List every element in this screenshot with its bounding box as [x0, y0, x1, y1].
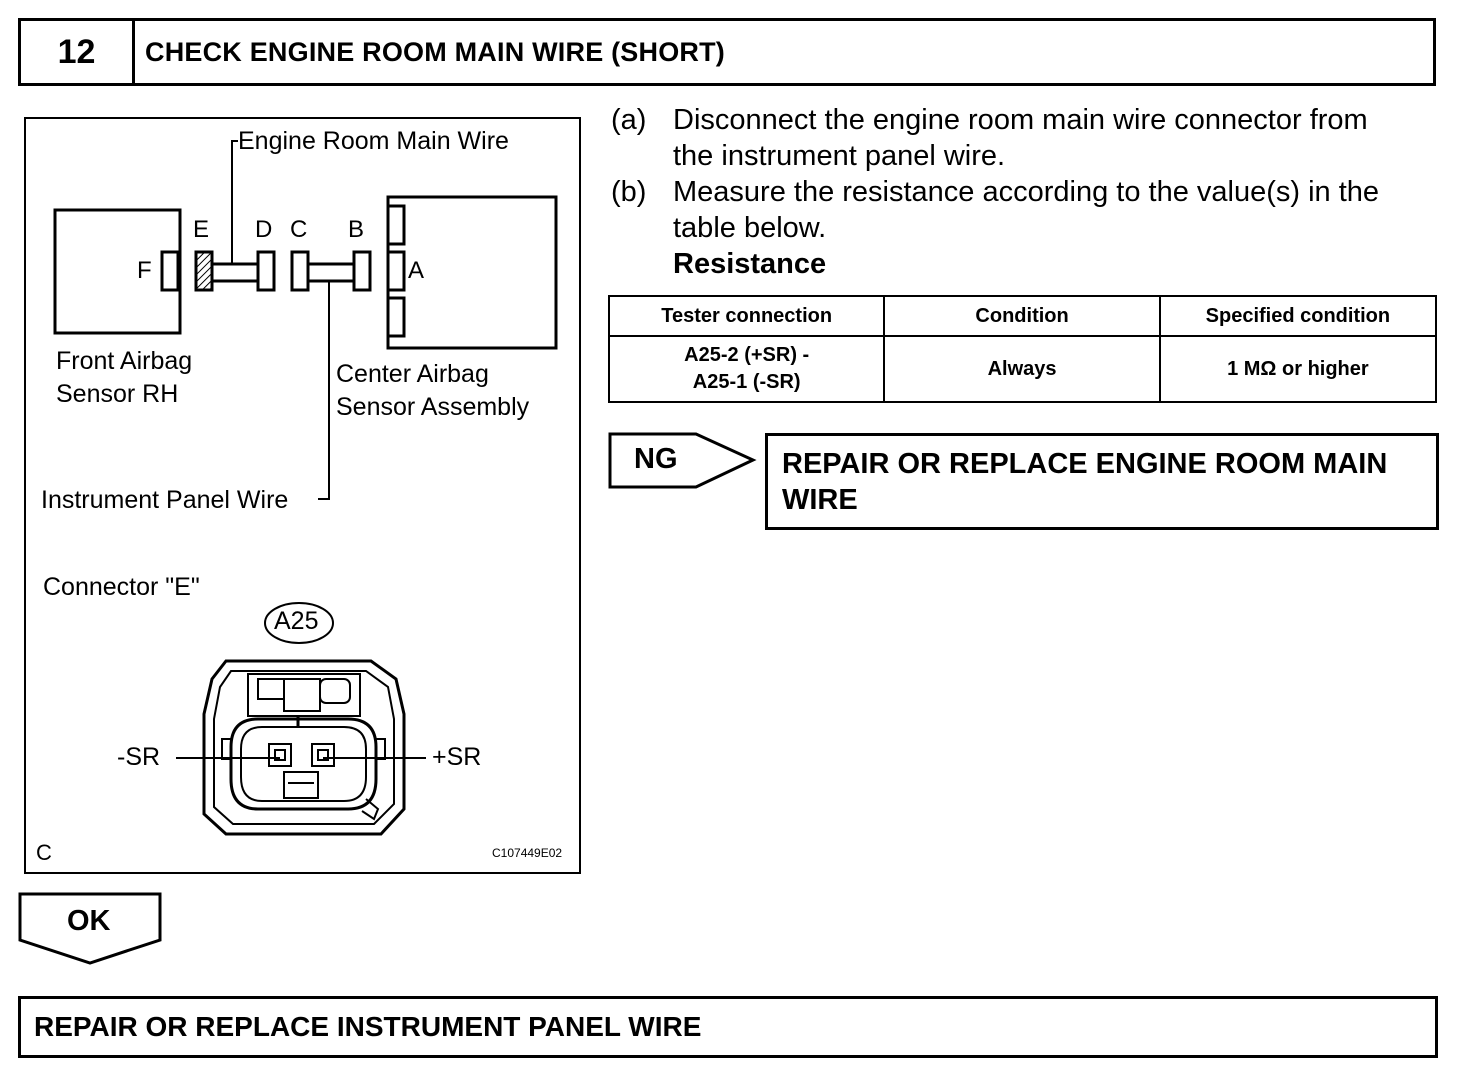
- ng-label: NG: [634, 443, 678, 475]
- connector-top-block-left: [257, 678, 285, 700]
- engine-room-main-wire-label: Engine Room Main Wire: [238, 127, 509, 155]
- step-title: CHECK ENGINE ROOM MAIN WIRE (SHORT): [145, 36, 725, 67]
- table-header-cell: Tester connection: [607, 295, 886, 337]
- connector-face-outline: [202, 659, 406, 836]
- tester-connection-cell: A25-2 (+SR) - A25-1 (-SR): [607, 335, 886, 403]
- connector-top-block-mid: [283, 678, 321, 712]
- table-row: A25-2 (+SR) - A25-1 (-SR) Always 1 MΩ or…: [607, 335, 1438, 403]
- center-airbag-sensor-label: Center Airbag Sensor Assembly: [336, 360, 530, 421]
- ok-label: OK: [67, 905, 111, 937]
- step-header: 12 CHECK ENGINE ROOM MAIN WIRE (SHORT): [18, 18, 1436, 86]
- terminal-key: [283, 771, 319, 799]
- instrument-panel-wire-leader: [318, 281, 330, 500]
- front-airbag-sensor-label: Front Airbag Sensor RH: [56, 347, 193, 408]
- wiring-diagram-drawing: [53, 140, 558, 836]
- connector-e-letter: E: [193, 216, 210, 243]
- instrument-panel-wire-label: Instrument Panel Wire: [41, 486, 289, 514]
- specified-condition-cell: 1 MΩ or higher: [1158, 335, 1438, 403]
- table-header-cell: Specified condition: [1158, 295, 1438, 337]
- step-a-tag: (a): [611, 104, 647, 136]
- engine-room-wire-leader: [231, 140, 238, 264]
- connector-face-inner: [213, 670, 395, 825]
- ok-action-box: REPAIR OR REPLACE INSTRUMENT PANEL WIRE: [18, 996, 1438, 1058]
- center-sensor-port-3: [386, 296, 406, 338]
- terminal-2-core: [317, 749, 329, 761]
- table-header-row: Tester connection Condition Specified co…: [607, 295, 1438, 337]
- step-number: 12: [21, 21, 135, 83]
- connector-code-label: A25: [274, 607, 319, 635]
- connector-c: [290, 250, 310, 292]
- connector-b-letter: B: [348, 216, 365, 243]
- instrument-panel-wire-body: [306, 262, 356, 283]
- ng-action-box: REPAIR OR REPLACE ENGINE ROOM MAIN WIRE: [765, 433, 1439, 530]
- plus-sr-label: +SR: [432, 743, 482, 771]
- connector-latch-hook: [361, 798, 380, 821]
- figure-corner-letter: C: [36, 840, 52, 865]
- minus-sr-label: -SR: [117, 743, 161, 771]
- terminal-1: [268, 743, 292, 767]
- step-b-tag: (b): [611, 176, 647, 208]
- connector-e: [194, 250, 214, 292]
- connector-d-letter: D: [255, 216, 273, 243]
- step-b: (b) Measure the resistance according to …: [611, 174, 1441, 280]
- front-airbag-sensor-box: [53, 208, 182, 335]
- connector-d: [256, 250, 276, 292]
- engine-room-wire-body: [210, 262, 260, 283]
- connector-top-block-right: [319, 678, 351, 704]
- terminal-2: [311, 743, 335, 767]
- connector-top-latch: [247, 673, 361, 717]
- figure-code: C107449E02: [492, 846, 563, 860]
- connector-c-letter: C: [290, 216, 308, 243]
- condition-cell: Always: [883, 335, 1161, 403]
- terminal-1-core: [274, 749, 286, 761]
- ok-arrow: [18, 892, 162, 965]
- connector-code-oval: [264, 602, 334, 644]
- resistance-heading: Resistance: [673, 248, 827, 280]
- connector-housing-ring: [229, 717, 378, 811]
- connector-a: [386, 250, 406, 292]
- table-header-cell: Condition: [883, 295, 1161, 337]
- step-a: (a) Disconnect the engine room main wire…: [611, 104, 1368, 172]
- connector-f-letter: F: [137, 257, 152, 284]
- connector-f: [160, 250, 180, 292]
- connector-housing-ring-inner: [240, 726, 367, 802]
- ng-arrow: [608, 432, 757, 489]
- connector-b: [352, 250, 372, 292]
- connector-a-letter: A: [408, 257, 425, 284]
- connector-e-caption: Connector "E": [43, 573, 200, 601]
- center-sensor-port-1: [386, 204, 406, 246]
- resistance-table: Tester connection Condition Specified co…: [607, 295, 1438, 403]
- wiring-figure: Engine Room Main Wire E D C B F A Front …: [24, 117, 581, 874]
